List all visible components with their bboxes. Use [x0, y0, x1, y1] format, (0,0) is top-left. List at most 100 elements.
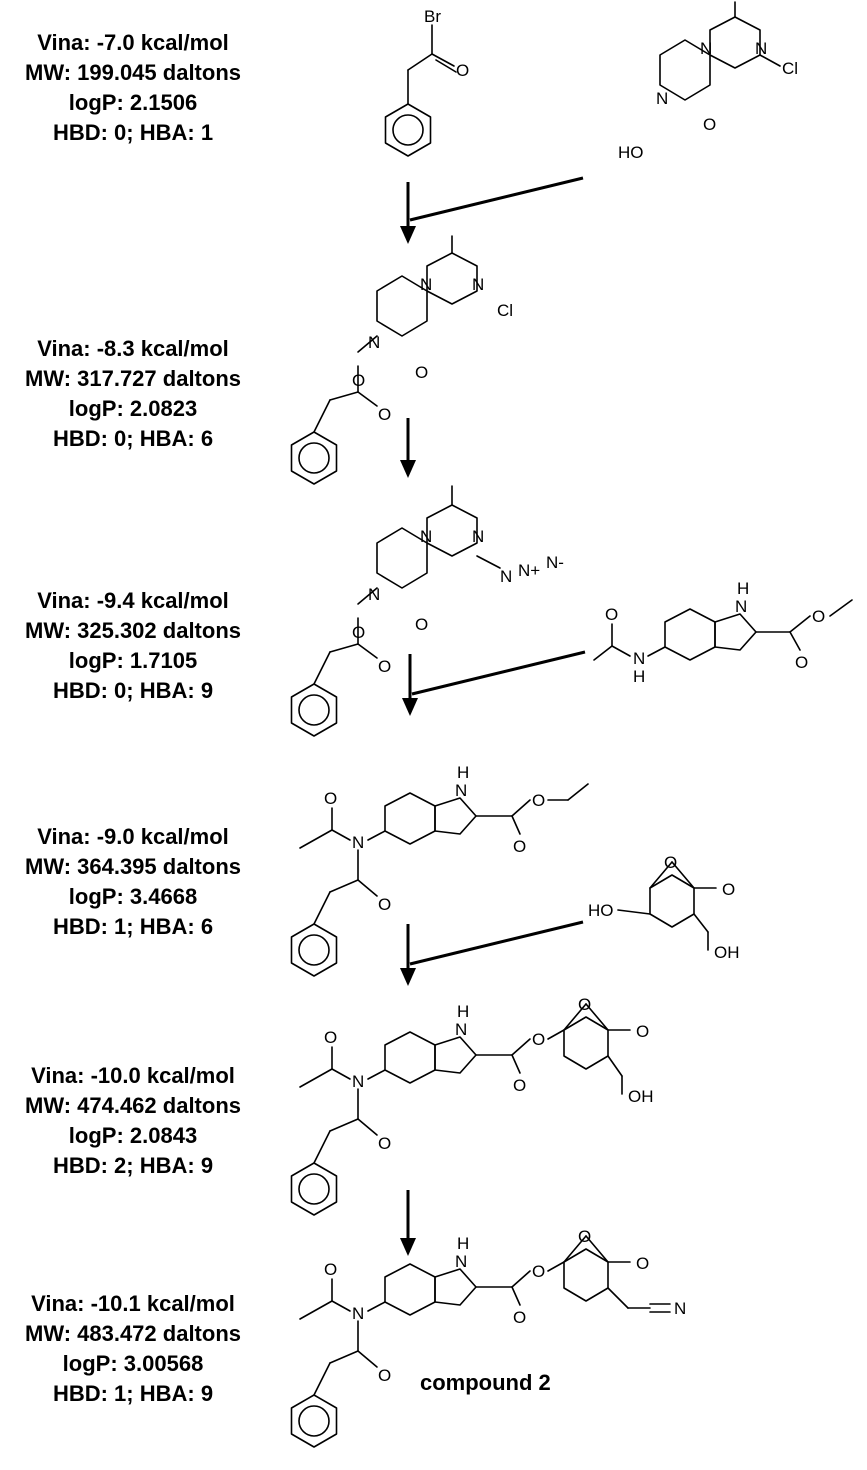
- logp-value: logP: 1.7105: [69, 648, 197, 673]
- atom-n: N: [656, 89, 668, 108]
- atom-o: O: [352, 623, 365, 642]
- atom-o: O: [378, 895, 391, 914]
- atom-o: O: [513, 1076, 526, 1095]
- molecule-imide-indole: N H O O N O O: [290, 763, 589, 977]
- atom-n: N: [455, 781, 467, 800]
- atom-n: N: [633, 649, 645, 668]
- atom-h: H: [457, 1002, 469, 1021]
- atom-o: O: [532, 791, 545, 810]
- reaction-arrow-3: [402, 650, 586, 716]
- hbd-hba-counts: HBD: 0; HBA: 6: [53, 426, 213, 451]
- logp-value: logP: 3.00568: [63, 1351, 204, 1376]
- reaction-arrow-4: [400, 920, 584, 986]
- atom-n: N: [420, 527, 432, 546]
- atom-n: N: [674, 1299, 686, 1318]
- atom-n: N: [735, 597, 747, 616]
- property-block-2: Vina: -8.3 kcal/mol MW: 317.727 daltons …: [25, 336, 241, 451]
- atom-o: O: [605, 605, 618, 624]
- atom-o: O: [456, 61, 469, 80]
- atom-o: O: [703, 115, 716, 134]
- atom-o: O: [532, 1030, 545, 1049]
- atom-n: N: [755, 39, 767, 58]
- atom-o: O: [513, 1308, 526, 1327]
- compound-label: compound 2: [420, 1370, 551, 1395]
- atom-o: O: [324, 1028, 337, 1047]
- vina-score: Vina: -8.3 kcal/mol: [37, 336, 229, 361]
- atom-h: H: [457, 1234, 469, 1253]
- atom-n: N: [352, 1072, 364, 1091]
- atom-o: O: [378, 657, 391, 676]
- hbd-hba-counts: HBD: 1; HBA: 9: [53, 1381, 213, 1406]
- atom-o: O: [378, 405, 391, 424]
- atom-br: Br: [424, 7, 441, 26]
- atom-o: O: [636, 1254, 649, 1273]
- vina-score: Vina: -7.0 kcal/mol: [37, 30, 229, 55]
- hbd-hba-counts: HBD: 0; HBA: 9: [53, 678, 213, 703]
- molecular-weight: MW: 325.302 daltons: [25, 618, 241, 643]
- atom-o: O: [795, 653, 808, 672]
- atom-n: N: [700, 39, 712, 58]
- atom-o: O: [415, 615, 428, 634]
- atom-o: O: [324, 789, 337, 808]
- atom-n-plus: N+: [518, 561, 540, 580]
- vina-score: Vina: -10.1 kcal/mol: [31, 1291, 235, 1316]
- atom-o: O: [352, 371, 365, 390]
- atom-oh: OH: [714, 943, 740, 962]
- molecule-indole-reagent: N H O O N H O: [593, 579, 853, 686]
- atom-o: O: [415, 363, 428, 382]
- atom-oh: OH: [628, 1087, 654, 1106]
- atom-n: N: [420, 275, 432, 294]
- property-block-5: Vina: -10.0 kcal/mol MW: 474.462 daltons…: [25, 1063, 241, 1178]
- molecule-epoxyketone-reagent: O O HO OH: [588, 853, 740, 962]
- molecular-weight: MW: 317.727 daltons: [25, 366, 241, 391]
- vina-score: Vina: -9.4 kcal/mol: [37, 588, 229, 613]
- reaction-arrow-2: [400, 418, 416, 478]
- atom-cl: Cl: [782, 59, 798, 78]
- atom-n: N: [368, 585, 380, 604]
- property-block-1: Vina: -7.0 kcal/mol MW: 199.045 daltons …: [25, 30, 241, 145]
- reaction-arrow-1: [400, 176, 584, 244]
- reaction-arrow-5: [400, 1190, 416, 1256]
- atom-n: N: [368, 333, 380, 352]
- hbd-hba-counts: HBD: 2; HBA: 9: [53, 1153, 213, 1178]
- atom-o: O: [578, 1227, 591, 1246]
- hbd-hba-counts: HBD: 1; HBA: 6: [53, 914, 213, 939]
- atom-o: O: [513, 837, 526, 856]
- atom-n: N: [500, 567, 512, 586]
- atom-o: O: [578, 995, 591, 1014]
- molecule-pyrimidooxazine: N N Cl N O HO: [618, 1, 798, 162]
- hbd-hba-counts: HBD: 0; HBA: 1: [53, 120, 213, 145]
- atom-o: O: [636, 1022, 649, 1041]
- atom-n: N: [472, 527, 484, 546]
- atom-n: N: [352, 833, 364, 852]
- molecular-weight: MW: 199.045 daltons: [25, 60, 241, 85]
- atom-n: N: [352, 1304, 364, 1323]
- logp-value: logP: 2.0843: [69, 1123, 197, 1148]
- logp-value: logP: 2.1506: [69, 90, 197, 115]
- molecule-compound-2: N H O O O O N N O O compound 2: [290, 1227, 686, 1448]
- atom-h: H: [633, 667, 645, 686]
- atom-o: O: [532, 1262, 545, 1281]
- property-block-3: Vina: -9.4 kcal/mol MW: 325.302 daltons …: [25, 588, 241, 703]
- molecule-ester-chloro: N N Cl N O O O: [290, 235, 513, 485]
- property-block-4: Vina: -9.0 kcal/mol MW: 364.395 daltons …: [25, 824, 241, 939]
- atom-ho: HO: [588, 901, 614, 920]
- atom-cl: Cl: [497, 301, 513, 320]
- atom-n: N: [472, 275, 484, 294]
- atom-o: O: [378, 1366, 391, 1385]
- vina-score: Vina: -10.0 kcal/mol: [31, 1063, 235, 1088]
- atom-n: N: [455, 1252, 467, 1271]
- atom-o: O: [812, 607, 825, 626]
- molecular-weight: MW: 364.395 daltons: [25, 854, 241, 879]
- atom-o: O: [324, 1260, 337, 1279]
- molecule-ester-azide: N N N N+ N- N O O O: [290, 485, 564, 737]
- property-block-6: Vina: -10.1 kcal/mol MW: 483.472 daltons…: [25, 1291, 241, 1406]
- logp-value: logP: 3.4668: [69, 884, 197, 909]
- atom-o: O: [664, 853, 677, 872]
- atom-h: H: [457, 763, 469, 782]
- atom-o: O: [722, 880, 735, 899]
- atom-ho: HO: [618, 143, 644, 162]
- molecular-weight: MW: 483.472 daltons: [25, 1321, 241, 1346]
- molecular-weight: MW: 474.462 daltons: [25, 1093, 241, 1118]
- vina-score: Vina: -9.0 kcal/mol: [37, 824, 229, 849]
